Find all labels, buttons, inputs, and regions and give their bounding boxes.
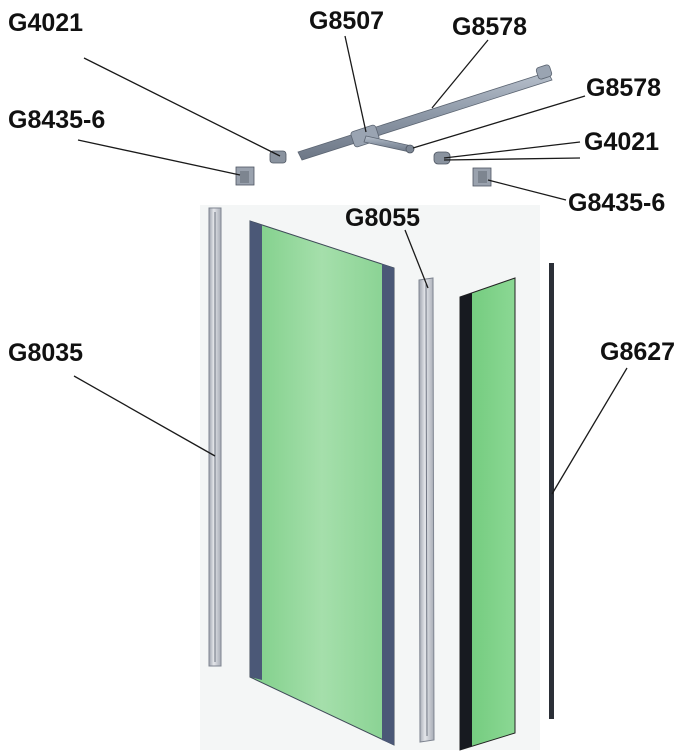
label-g8035: G8035 bbox=[8, 339, 83, 367]
label-g8055: G8055 bbox=[345, 204, 420, 232]
label-g8435-6-left: G8435-6 bbox=[8, 106, 105, 134]
stabiliser-bar-g8578 bbox=[297, 64, 553, 161]
label-g8507: G8507 bbox=[309, 7, 384, 35]
stabiliser-arm-g8578 bbox=[363, 135, 415, 154]
label-g4021-right: G4021 bbox=[584, 128, 659, 156]
end-cap-g8435-6-right bbox=[472, 167, 492, 187]
glass-panel-small bbox=[459, 277, 516, 751]
wall-bracket-g4021-left bbox=[269, 150, 287, 164]
wall-bracket-g4021-right bbox=[433, 151, 451, 165]
corner-profile-g8055 bbox=[418, 277, 435, 743]
wall-profile-g8035 bbox=[208, 207, 222, 667]
glass-panel-large bbox=[249, 220, 395, 746]
label-g8578-right: G8578 bbox=[586, 74, 661, 102]
leader-lines bbox=[73, 35, 628, 495]
label-g4021-left: G4021 bbox=[8, 9, 83, 37]
seal-strip-g8627 bbox=[549, 263, 554, 719]
label-g8435-6-right: G8435-6 bbox=[568, 189, 665, 217]
label-g8578-top: G8578 bbox=[452, 13, 527, 41]
label-g8627: G8627 bbox=[600, 338, 675, 366]
part-labels: G4021 G8507 G8578 G8578 G8435-6 G4021 G8… bbox=[8, 7, 675, 367]
end-cap-g8435-6-left bbox=[235, 166, 255, 186]
